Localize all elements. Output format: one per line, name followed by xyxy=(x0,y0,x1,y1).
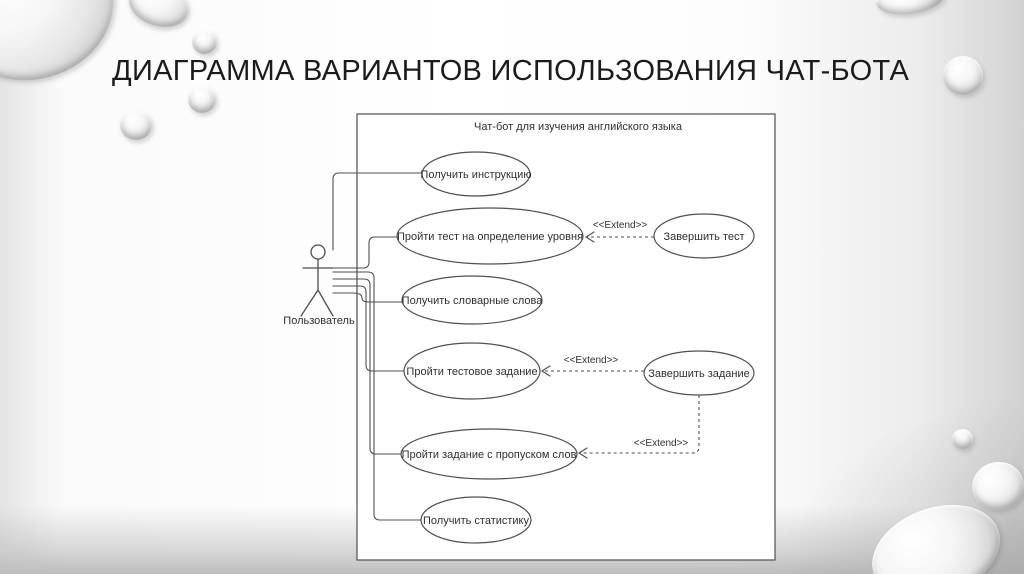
connector-get-vocabulary xyxy=(332,292,403,303)
extend-label: <<Extend>> xyxy=(593,220,648,231)
slide-title: ДИАГРАММА ВАРИАНТОВ ИСПОЛЬЗОВАНИЯ ЧАТ-БО… xyxy=(112,55,910,87)
extend-label: <<Extend>> xyxy=(634,438,689,449)
use-case-get-instruction: Получить инструкцию xyxy=(420,151,532,197)
extend-finish-task-to-test-task: <<Extend>> xyxy=(540,355,644,377)
actor-head xyxy=(310,244,326,260)
droplet-decoration xyxy=(943,56,983,95)
use-case-ellipse xyxy=(653,213,755,259)
use-case-finish-test: Завершить тест xyxy=(653,213,755,259)
droplet-decoration xyxy=(188,86,216,113)
connector-get-statistics xyxy=(332,271,422,521)
extend-label: <<Extend>> xyxy=(564,355,619,366)
use-case-ellipse xyxy=(396,207,584,265)
use-case-label: Пройти тестовое задание xyxy=(406,366,537,378)
droplet-decoration xyxy=(120,110,152,140)
use-case-ellipse xyxy=(643,350,755,396)
use-case-take-level-test: Пройти тест на определение уровня xyxy=(396,207,584,265)
system-boundary-label: Чат-бот для изучения английского языка xyxy=(474,121,683,133)
use-case-label: Получить статистику xyxy=(423,515,529,527)
use-case-get-statistics: Получить статистику xyxy=(420,496,532,544)
use-case-take-cloze-task: Пройти задание с пропуском слов xyxy=(400,428,578,480)
use-case-label: Пройти тест на определение уровня xyxy=(397,231,583,243)
actor-body xyxy=(300,258,334,317)
extend-finish-task-to-cloze-task: <<Extend>> xyxy=(577,395,700,459)
extend-arrowhead xyxy=(577,447,588,459)
use-case-ellipse xyxy=(401,275,543,325)
connector-take-cloze-task xyxy=(332,278,402,455)
extend-arrowhead xyxy=(540,365,551,377)
connector-take-test-task xyxy=(332,285,405,372)
extend-finish-test: <<Extend>> xyxy=(584,220,654,243)
use-case-finish-task: Завершить задание xyxy=(643,350,755,396)
use-case-take-test-task: Пройти тестовое задание xyxy=(403,342,541,400)
droplet-decoration xyxy=(952,429,973,449)
use-case-label: Получить словарные слова xyxy=(402,295,544,307)
use-case-label: Получить инструкцию xyxy=(420,169,531,181)
use-case-label: Пройти задание с пропуском слов xyxy=(402,449,577,461)
use-case-ellipse xyxy=(421,151,531,197)
use-case-ellipse xyxy=(420,496,532,544)
extend-arrowhead xyxy=(584,231,595,243)
use-case-get-vocabulary: Получить словарные слова xyxy=(401,275,544,325)
extend-dashed-line xyxy=(579,395,700,454)
droplet-decoration xyxy=(192,30,217,54)
actor-label: Пользователь xyxy=(283,315,355,327)
connector-take-level-test xyxy=(332,236,398,269)
use-case-ellipse xyxy=(400,428,578,480)
use-case-ellipse xyxy=(403,342,541,400)
system-boundary-box xyxy=(356,113,776,561)
use-case-label: Завершить тест xyxy=(663,231,744,243)
actor-user: Пользователь xyxy=(283,244,355,327)
connector-get-instruction xyxy=(332,172,423,251)
use-case-label: Завершить задание xyxy=(648,368,750,380)
